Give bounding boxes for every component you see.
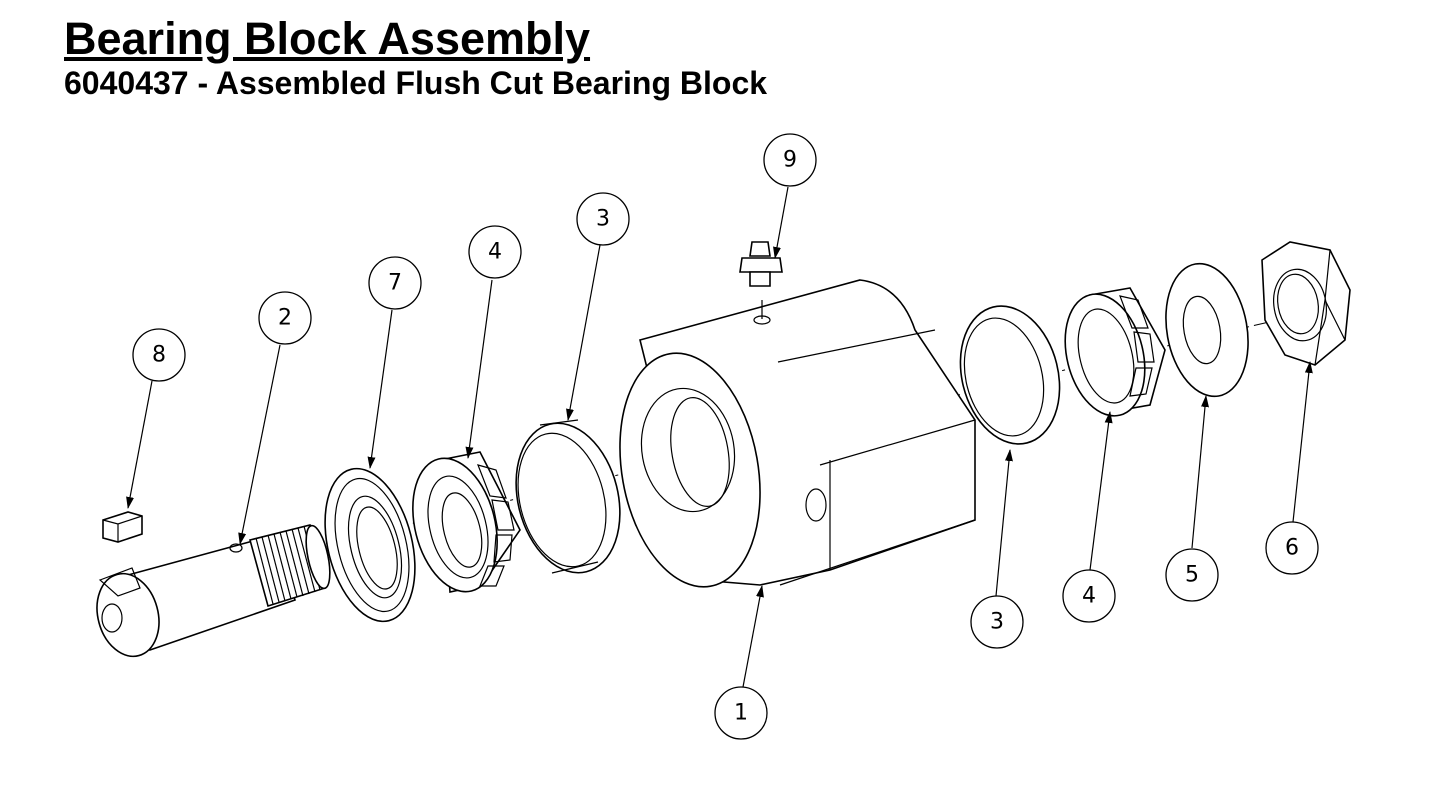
balloon-4-right: 4 bbox=[1062, 569, 1116, 623]
part-key bbox=[102, 511, 143, 543]
svg-text:7: 7 bbox=[388, 271, 402, 296]
svg-text:8: 8 bbox=[152, 343, 166, 368]
balloon-9: 9 bbox=[763, 133, 817, 187]
svg-text:3: 3 bbox=[990, 610, 1004, 635]
part-grease-fitting bbox=[739, 241, 783, 287]
balloon-1: 1 bbox=[714, 686, 768, 740]
part-bearing-cone-right bbox=[1064, 287, 1166, 417]
part-seal bbox=[324, 467, 416, 623]
leader-lines bbox=[126, 186, 1313, 688]
balloon-4-left: 4 bbox=[468, 225, 522, 279]
part-bearing-cup-left bbox=[515, 419, 621, 574]
balloon-8: 8 bbox=[132, 328, 186, 382]
part-shaft bbox=[96, 524, 331, 658]
balloon-6: 6 bbox=[1265, 521, 1319, 575]
part-bearing-cup-right bbox=[959, 305, 1061, 445]
part-hex-nut bbox=[1261, 241, 1351, 366]
svg-text:3: 3 bbox=[596, 207, 610, 232]
balloon-3-left: 3 bbox=[576, 192, 630, 246]
svg-text:4: 4 bbox=[1082, 584, 1096, 609]
svg-text:1: 1 bbox=[734, 701, 748, 726]
balloon-7: 7 bbox=[368, 256, 422, 310]
svg-text:4: 4 bbox=[488, 240, 502, 265]
svg-text:2: 2 bbox=[278, 306, 292, 331]
balloon-3-right: 3 bbox=[970, 595, 1024, 649]
svg-text:9: 9 bbox=[783, 148, 797, 173]
page-subtitle: 6040437 - Assembled Flush Cut Bearing Bl… bbox=[64, 65, 768, 101]
balloon-5: 5 bbox=[1165, 548, 1219, 602]
part-bearing-cone-left bbox=[412, 451, 521, 593]
svg-text:6: 6 bbox=[1285, 536, 1299, 561]
balloon-2: 2 bbox=[258, 291, 312, 345]
part-bearing-block-housing bbox=[619, 279, 976, 588]
svg-text:5: 5 bbox=[1185, 563, 1199, 588]
page-title: Bearing Block Assembly bbox=[64, 13, 591, 64]
part-washer bbox=[1165, 262, 1249, 398]
